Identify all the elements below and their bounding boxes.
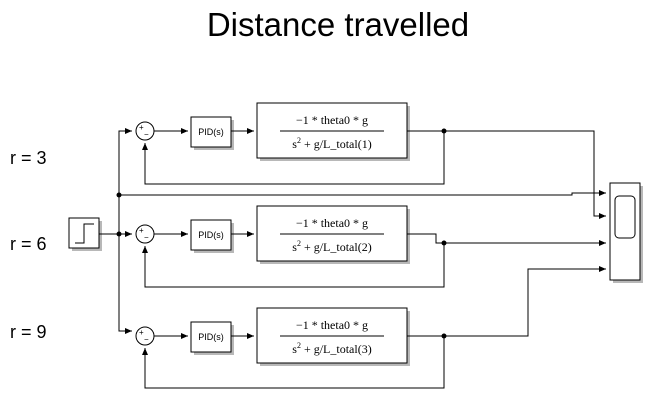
scope-screen-icon <box>614 195 636 239</box>
svg-text:s2 + g/L_total(2): s2 + g/L_total(2) <box>292 239 371 254</box>
svg-text:PID(s): PID(s) <box>198 230 224 240</box>
svg-text:PID(s): PID(s) <box>198 332 224 342</box>
loop-label: r = 9 <box>10 322 47 342</box>
transfer-function-block[interactable]: −1 * theta0 * g s2 + g/L_total(2) <box>256 205 410 264</box>
transfer-function-block[interactable]: −1 * theta0 * g s2 + g/L_total(3) <box>256 307 410 366</box>
pid-controller-block[interactable]: PID(s) <box>190 219 234 253</box>
svg-text:+: + <box>139 328 144 337</box>
scope-block[interactable] <box>609 182 643 283</box>
step-icon <box>75 223 94 244</box>
sum-junction[interactable]: + − <box>135 121 155 141</box>
svg-text:−: − <box>144 130 149 139</box>
control-loop-2: r = 6 + − PID(s) −1 * theta0 * g s2 + g/… <box>10 205 606 288</box>
sum-junction[interactable]: + − <box>135 326 155 346</box>
svg-text:PID(s): PID(s) <box>198 127 224 137</box>
svg-text:s2 + g/L_total(1): s2 + g/L_total(1) <box>292 136 371 151</box>
diagram-title: Distance travelled <box>207 6 469 43</box>
svg-text:−: − <box>144 335 149 344</box>
pid-controller-block[interactable]: PID(s) <box>190 321 234 355</box>
pid-controller-block[interactable]: PID(s) <box>190 116 234 150</box>
loop-label: r = 6 <box>10 234 47 254</box>
source-distribution-wires <box>99 128 606 334</box>
step-source-block[interactable] <box>68 217 102 251</box>
svg-text:−1 * theta0 * g: −1 * theta0 * g <box>296 216 368 230</box>
transfer-function-block[interactable]: −1 * theta0 * g s2 + g/L_total(1) <box>256 102 410 161</box>
svg-text:+: + <box>139 226 144 235</box>
svg-text:+: + <box>139 123 144 132</box>
loop-label: r = 3 <box>10 148 47 168</box>
svg-text:−1 * theta0 * g: −1 * theta0 * g <box>296 318 368 332</box>
svg-text:−1 * theta0 * g: −1 * theta0 * g <box>296 113 368 127</box>
sum-junction[interactable]: + − <box>135 224 155 244</box>
svg-text:s2 + g/L_total(3): s2 + g/L_total(3) <box>292 341 371 356</box>
control-loop-1: r = 3 + − PID(s) −1 * theta0 * g s2 + g/… <box>10 102 606 219</box>
control-loop-3: r = 9 + − PID(s) −1 * theta0 * g s2 + g/… <box>10 266 606 389</box>
svg-text:−: − <box>144 233 149 242</box>
